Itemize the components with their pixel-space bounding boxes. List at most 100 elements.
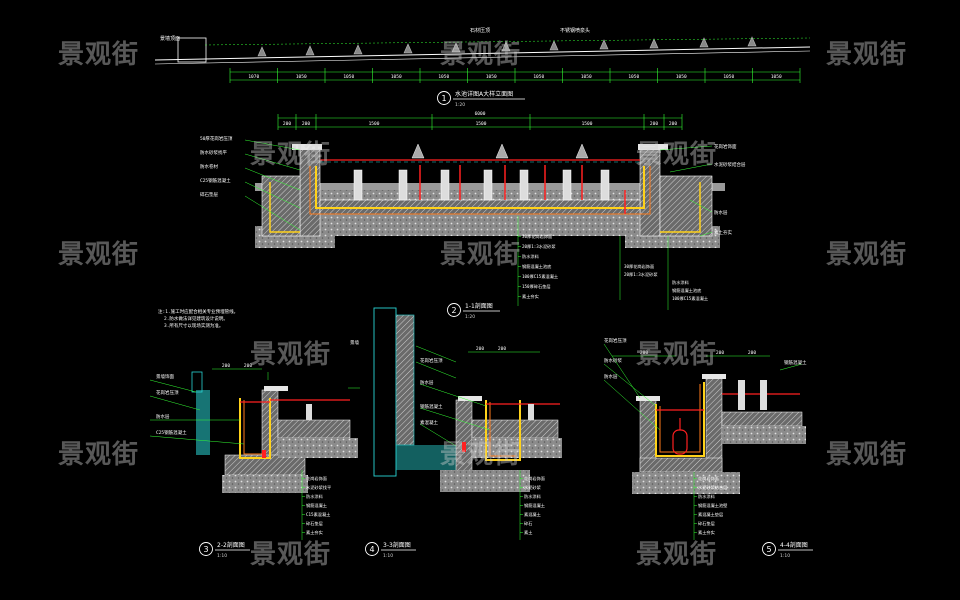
s1-right-stack-5: 100厚C15素混凝土	[672, 295, 708, 302]
elevation-note-3: 不锈钢喷泉头	[560, 27, 590, 34]
watermark: 景观街	[440, 40, 522, 70]
s1-layer-note: 素土夯实	[522, 293, 539, 300]
s3-dim-1: 200	[476, 346, 484, 352]
watermark: 景观街	[58, 240, 140, 270]
section-1-1: 200 200 1500 1500 1500 200 200 6000	[200, 111, 746, 310]
s4-dim-1: 200	[640, 350, 648, 356]
s4-layer-note: 碎石垫层	[698, 520, 715, 527]
s3-dim-2: 200	[498, 346, 506, 352]
s1-note-left-1: 50厚花岗岩压顶	[200, 135, 233, 142]
watermark: 景观街	[636, 540, 718, 570]
section-3-3: 200 200 景墙 花岗岩压顶 防水层 钢筋混凝土 素混凝土 花岗岩饰面水泥砂…	[350, 307, 562, 540]
s2-layer-note: 水泥砂浆找平	[306, 484, 331, 491]
s1-right-stack-1: 30厚花岗岩饰面	[624, 263, 654, 270]
s1-dim-overall: 6000	[475, 111, 486, 117]
watermark: 景观街	[440, 240, 522, 270]
s1-note-left-3: 防水卷材	[200, 163, 218, 170]
s4-note-left-2: 防水砂浆	[604, 357, 622, 364]
elevation-note-1: 景墙顶面	[160, 35, 180, 42]
elevation-dim-label: 1050	[391, 74, 402, 80]
elevation-fountain-marks	[257, 36, 757, 57]
s1-dim-6: 200	[650, 121, 658, 127]
elevation-dim-label: 1050	[771, 74, 782, 80]
s2-note-left-4: C25钢筋混凝土	[156, 429, 187, 436]
general-note-3: 3.所有尺寸以现场实测为准。	[164, 322, 223, 329]
callout-3-number: 3	[203, 545, 208, 554]
elevation-dim-label: 1050	[343, 74, 354, 80]
s2-note-left-1: 景墙饰面	[156, 373, 174, 380]
s4-layer-note: 花岗岩饰面	[698, 475, 719, 482]
watermark: 景观街	[826, 40, 908, 70]
s4-layer-note: 素混凝土垫层	[698, 511, 723, 518]
s3-layer-note: 素混凝土	[524, 511, 541, 518]
s3-note-left-3: 防水层	[420, 379, 434, 386]
s1-note-right-4: 素土夯实	[714, 229, 732, 236]
s2-note-left-2: 花岗岩压顶	[156, 389, 179, 396]
elevation-dim-label: 1050	[628, 74, 639, 80]
s3-note-left-1: 景墙	[350, 339, 359, 346]
elevation-dim-label: 1050	[676, 74, 687, 80]
s3-layer-note: 素土	[524, 529, 532, 535]
section-4-4: 200 200 200 花岗岩压顶 防水砂浆 防水层 钢筋混凝土 花岗岩饰面水泥…	[603, 337, 807, 540]
elevation-dim-label: 1050	[296, 74, 307, 80]
s1-layer-note: 100厚C15素混凝土	[522, 273, 558, 280]
callout-4-scale: 1:10	[383, 553, 393, 559]
s1-right-stack-4: 钢筋混凝土池底	[672, 287, 701, 294]
s1-layer-note: 20厚1:3水泥砂浆	[522, 243, 556, 250]
watermark: 景观街	[250, 140, 332, 170]
s1-layer-note: 钢筋混凝土池底	[522, 263, 551, 270]
general-note-2: 2.防水做法详见建筑设计说明。	[164, 315, 228, 322]
s1-note-left-5: 碎石垫层	[200, 191, 218, 198]
callout-5: 5 4-4剖面图 1:10	[762, 541, 813, 559]
s1-dim-4: 1500	[476, 121, 487, 127]
s1-note-left-4: C25钢筋混凝土	[200, 177, 231, 184]
s1-dim-1: 200	[283, 121, 291, 127]
s3-note-left-2: 花岗岩压顶	[420, 357, 443, 364]
callout-2-number: 2	[451, 306, 456, 315]
watermark: 景观街	[826, 440, 908, 470]
s1-right-stack-2: 20厚1:3水泥砂浆	[624, 271, 658, 278]
s4-note-left-1: 花岗岩压顶	[604, 337, 627, 344]
s1-note-right-1: 花岗岩饰面	[714, 143, 737, 150]
watermark: 景观街	[636, 140, 718, 170]
s4-note-left-3: 防水层	[604, 373, 618, 380]
s3-layer-note: 水泥砂浆	[524, 484, 542, 491]
s4-dim-3: 200	[748, 350, 756, 356]
s1-fountain-jets	[411, 143, 589, 159]
s1-pipes	[419, 165, 626, 214]
s4-note-left-4: 钢筋混凝土	[784, 359, 807, 366]
s1-dim-3: 1500	[369, 121, 380, 127]
elevation-dim-ticks	[229, 68, 801, 83]
s2-dim-1: 200	[222, 363, 230, 369]
callout-3-caption: 2-2剖面图	[217, 541, 245, 549]
watermark: 景观街	[826, 240, 908, 270]
watermark: 景观街	[58, 40, 140, 70]
s1-layer-note: 防水涂料	[522, 253, 540, 260]
s4-dim-2: 200	[716, 350, 724, 356]
callout-3: 3 2-2剖面图 1:10	[199, 541, 250, 559]
s2-dim-2: 200	[244, 363, 252, 369]
callout-5-number: 5	[766, 545, 771, 554]
elevation-dim-label: 1050	[533, 74, 544, 80]
s1-dim-2: 200	[302, 121, 310, 127]
s2-note-left-3: 防水层	[156, 413, 170, 420]
elevation-dim-label: 1070	[248, 74, 259, 80]
callout-1-scale: 1:20	[455, 102, 465, 108]
watermark: 景观街	[250, 340, 332, 370]
callout-2-scale: 1:20	[465, 314, 475, 320]
s1-note-right-2: 水泥砂浆结合层	[714, 161, 746, 168]
s1-dim-7: 200	[669, 121, 677, 127]
s1-layer-note: 30厚花岗岩饰面	[522, 233, 552, 240]
watermark: 景观街	[58, 440, 140, 470]
elevation-dim-label: 1050	[486, 74, 497, 80]
callout-2: 2 1-1剖面图 1:20	[447, 302, 500, 320]
s3-note-left-4: 钢筋混凝土	[420, 403, 443, 410]
callout-5-scale: 1:10	[780, 553, 790, 559]
s1-note-right-3: 防水层	[714, 209, 728, 216]
watermark: 景观街	[250, 540, 332, 570]
callout-1-number: 1	[441, 94, 446, 103]
s3-layer-note: 防水涂料	[524, 493, 542, 500]
